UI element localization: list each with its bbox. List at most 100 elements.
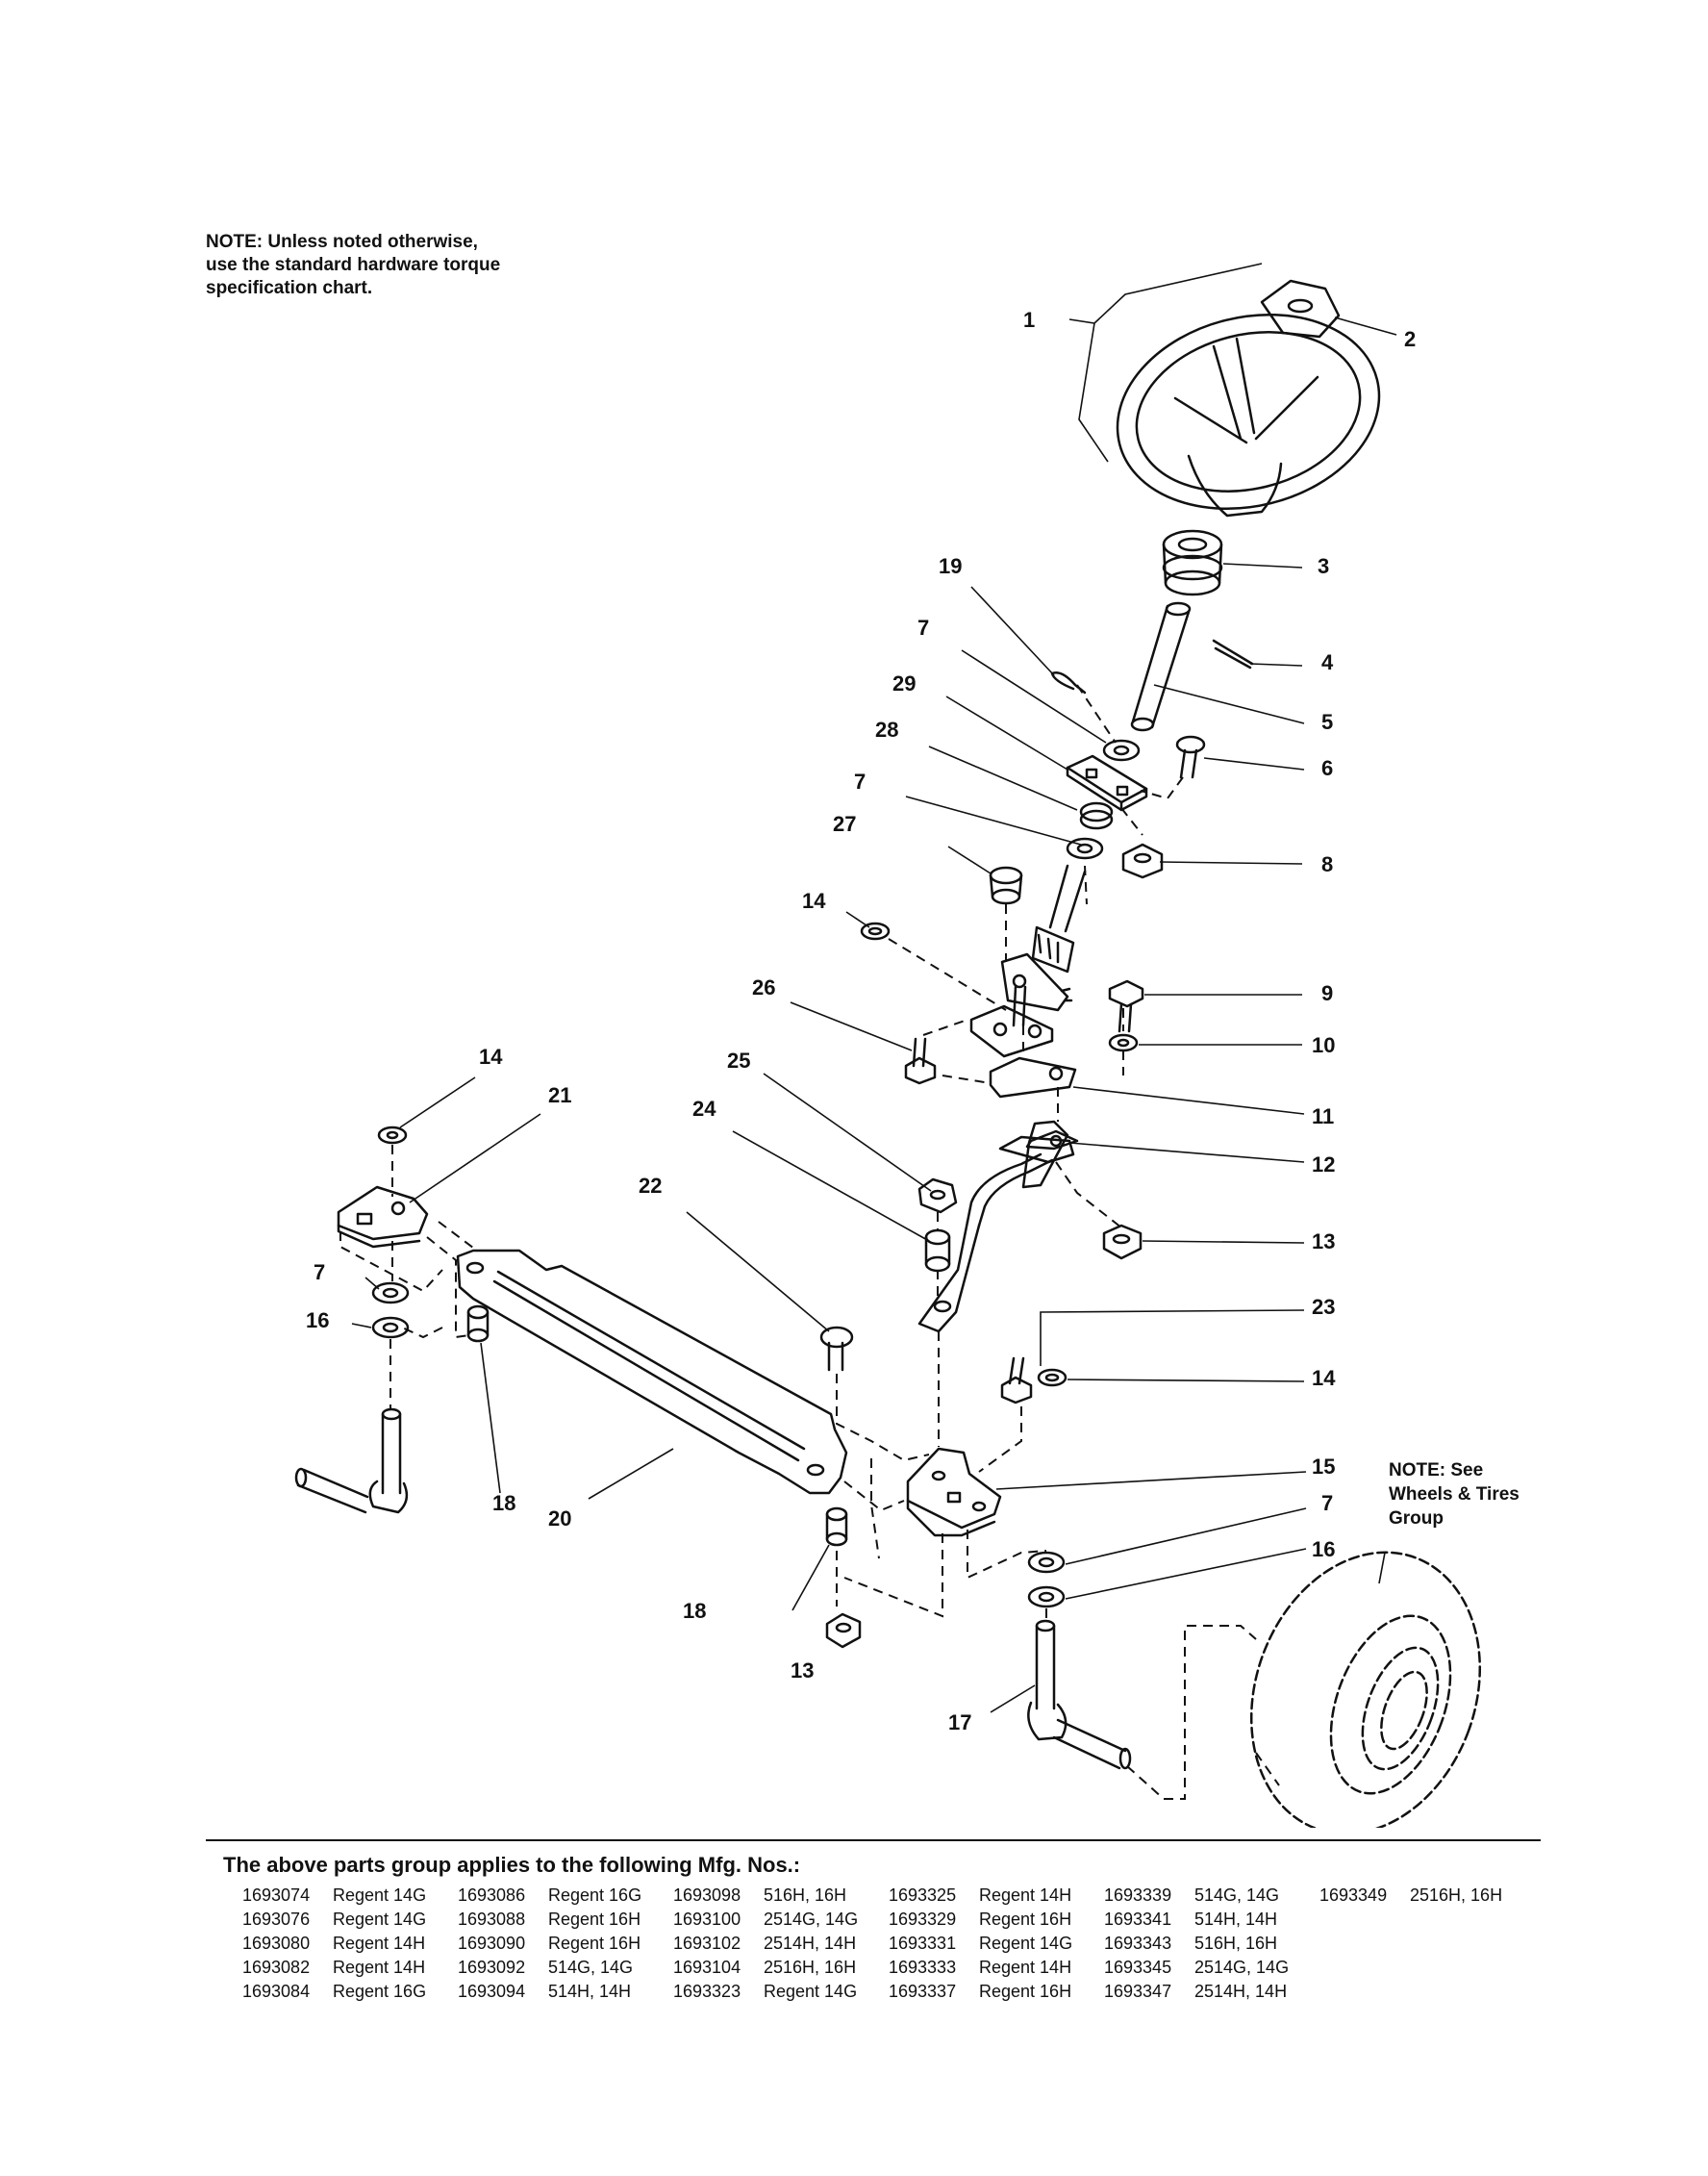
mfg-number: 1693349: [1319, 1885, 1388, 1905]
callout-19: 19: [939, 554, 962, 578]
callout-7-upper: 7: [917, 616, 929, 640]
wheels-tires-note: NOTE: See Wheels & Tires Group: [1389, 1458, 1581, 1531]
callout-24: 24: [692, 1097, 716, 1121]
mfg-number: 1693088: [458, 1910, 526, 1929]
callout-26: 26: [752, 975, 775, 999]
callout-22: 22: [639, 1174, 662, 1198]
wheels-tires-note-line-2: Wheels & Tires: [1389, 1484, 1520, 1505]
mfg-number: 1693339: [1104, 1885, 1172, 1905]
shaft-spacer: [1079, 801, 1114, 830]
drag-link: [966, 1120, 1079, 1227]
mfg-model: 2516H, 16H: [764, 1958, 857, 1977]
wheels-tires-note-line-3: Group: [1389, 1508, 1444, 1529]
callout-6: 6: [1321, 756, 1333, 780]
callout-5: 5: [1321, 710, 1333, 734]
callout-10: 10: [1312, 1033, 1335, 1057]
mfg-model: Regent 14G: [333, 1910, 427, 1929]
mfg-number: 1693341: [1104, 1910, 1172, 1929]
callout-7-left: 7: [314, 1260, 325, 1284]
flange-nut-13b: [825, 1612, 862, 1649]
left-steering-plate: [337, 1126, 429, 1249]
left-spindle: [294, 1407, 409, 1514]
axle-spacer-right: [825, 1506, 848, 1547]
mfg-model: 2514G, 14G: [1194, 1958, 1290, 1977]
torque-note-line-3: specification chart.: [206, 278, 373, 298]
hex-nut-upper: [1121, 843, 1164, 879]
mfg-model: Regent 16H: [979, 1982, 1072, 2001]
steering-bracket: [969, 1004, 1054, 1058]
mfg-number: 1693090: [458, 1934, 526, 1953]
wheel-tire: [1249, 1551, 1482, 1828]
torque-note: NOTE: Unless noted otherwise, use the st…: [206, 231, 610, 300]
mfg-number: 1693092: [458, 1958, 526, 1977]
mfg-model: Regent 16H: [979, 1910, 1072, 1929]
mfg-number: 1693337: [889, 1982, 957, 2001]
callout-2: 2: [1404, 327, 1416, 351]
axle-spacer-left: [466, 1304, 490, 1343]
drag-link-lower-end: [917, 1220, 981, 1333]
mfg-number: 1693329: [889, 1910, 957, 1929]
callout-23: 23: [1312, 1295, 1335, 1319]
mfg-model: 2514H, 14H: [1194, 1982, 1288, 2001]
lock-washer-right: [1037, 1368, 1068, 1387]
steering-bushing: [1162, 529, 1223, 596]
sector-gear: [1000, 952, 1073, 1027]
mfg-number: 1693104: [673, 1958, 741, 1977]
mfg-model: Regent 16G: [333, 1982, 427, 2001]
spacer-24: [924, 1228, 951, 1273]
mfg-number: 1693084: [242, 1982, 311, 2001]
callout-1: 1: [1023, 308, 1035, 332]
callout-21: 21: [548, 1083, 571, 1107]
callout-27: 27: [833, 812, 856, 836]
mfg-number: 1693074: [242, 1885, 311, 1905]
mfg-number: 1693076: [242, 1910, 311, 1929]
lock-washer-top: [860, 922, 891, 941]
mfg-number: 1693343: [1104, 1934, 1172, 1953]
mfg-model: 2514G, 14G: [764, 1910, 859, 1929]
right-steering-plate: [906, 1447, 1002, 1537]
mfg-model: 514H, 14H: [548, 1982, 632, 2001]
callout-13-lower: 13: [791, 1658, 814, 1683]
mfg-number: 1693331: [889, 1934, 957, 1953]
mfg-model: 2516H, 16H: [1410, 1885, 1503, 1905]
steering-wheel: [1116, 313, 1381, 518]
right-washers: [1027, 1551, 1066, 1608]
mfg-number: 1693102: [673, 1934, 741, 1953]
callout-3: 3: [1318, 554, 1329, 578]
mfg-model: 514G, 14G: [1194, 1885, 1280, 1905]
applies-heading: The above parts group applies to the fol…: [223, 1853, 801, 1877]
torque-note-line-2: use the standard hardware torque: [206, 255, 501, 275]
flat-washer-middle: [1066, 837, 1104, 860]
carriage-bolt: [1175, 735, 1206, 779]
front-axle: [456, 1249, 848, 1495]
flat-washer-upper: [1102, 739, 1141, 762]
callout-18-left: 18: [492, 1491, 515, 1515]
mfg-model: Regent 16H: [548, 1934, 641, 1953]
mfg-number: 1693333: [889, 1958, 957, 1977]
mfg-model: Regent 14G: [764, 1982, 858, 2001]
callout-13-right: 13: [1312, 1229, 1335, 1253]
callout-29: 29: [892, 671, 916, 696]
callout-14-top: 14: [802, 889, 826, 913]
flange-nut-13a: [1102, 1224, 1143, 1260]
mfg-model: 516H, 16H: [764, 1885, 847, 1905]
callout-14-left: 14: [479, 1045, 503, 1069]
callout-28: 28: [875, 718, 898, 742]
callout-14-right: 14: [1312, 1366, 1336, 1390]
hex-bolt-26: [904, 1037, 937, 1085]
mfg-model: 514H, 14H: [1194, 1910, 1278, 1929]
mfg-number: 1693323: [673, 1982, 741, 2001]
left-washers: [371, 1281, 410, 1339]
mfg-model: Regent 14G: [979, 1934, 1073, 1953]
mfg-model: Regent 16G: [548, 1885, 642, 1905]
mfg-model: Regent 14H: [979, 1958, 1072, 1977]
steering-parts-diagram: 1 2 3 19 4 7 5 29 6 28 7 27 8 14 9 26 10…: [294, 263, 1482, 1828]
callout-7-middle: 7: [854, 770, 866, 794]
steering-arm: [989, 1056, 1077, 1099]
wheels-tires-note-line-1: NOTE: See: [1389, 1460, 1484, 1480]
